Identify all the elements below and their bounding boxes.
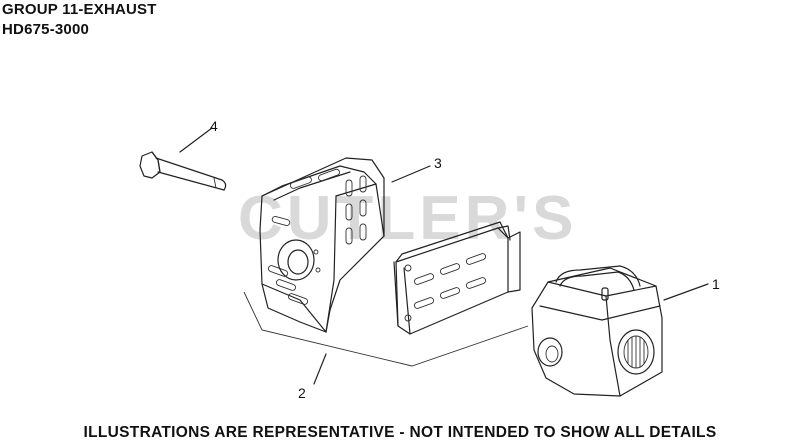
- part-heat-shield: [259, 157, 431, 333]
- part-muffler: [531, 265, 709, 397]
- callout-2: 2: [298, 385, 306, 401]
- watermark: CUTLER'S: [238, 184, 578, 253]
- group-title: GROUP 11-EXHAUST: [2, 1, 157, 18]
- model-number: HD675-3000: [2, 21, 90, 38]
- callout-3: 3: [434, 155, 442, 171]
- callout-4: 4: [210, 118, 218, 134]
- part-bolt: [139, 127, 227, 191]
- disclaimer-footer: ILLUSTRATIONS ARE REPRESENTATIVE - NOT I…: [83, 424, 717, 441]
- part-bracket: [243, 221, 529, 385]
- callout-1: 1: [712, 276, 720, 292]
